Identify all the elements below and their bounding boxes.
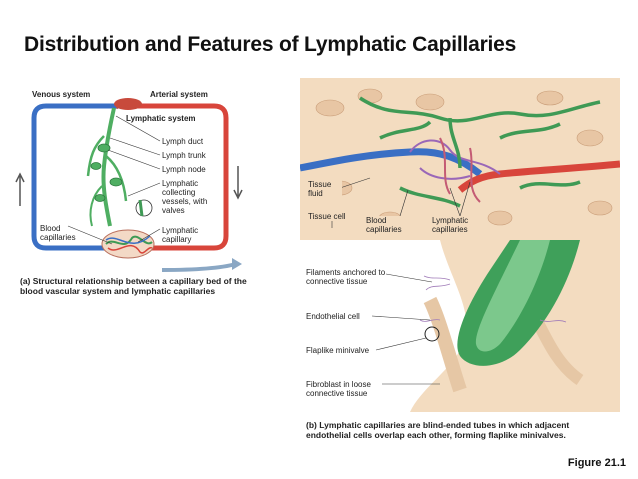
tissue-fluid-label: Tissue fluid bbox=[308, 180, 342, 198]
venous-system-label: Venous system bbox=[32, 90, 91, 99]
lymphatic-collecting-vessels-label: Lymphatic collecting vessels, with valve… bbox=[162, 179, 208, 215]
capillary-bed-icon bbox=[101, 229, 155, 259]
panel-a-caption-label: (a) bbox=[20, 276, 31, 286]
tissue-cell-label: Tissue cell bbox=[308, 212, 346, 221]
arterial-system-label: Arterial system bbox=[150, 90, 208, 99]
endothelial-cell-label: Endothelial cell bbox=[306, 312, 360, 321]
panel-a-caption: (a) Structural relationship between a ca… bbox=[20, 276, 272, 296]
lymphatic-system-label: Lymphatic system bbox=[126, 114, 196, 123]
top-lymphatic-capillaries-label: Lymphatic capillaries bbox=[432, 216, 482, 234]
fibroblast-label: Fibroblast in loose connective tissue bbox=[306, 380, 371, 398]
panel-b-caption-text: Lymphatic capillaries are blind-ended tu… bbox=[306, 420, 570, 440]
lymphatic-capillary-illustration bbox=[371, 240, 620, 412]
top-blood-capillaries-label: Blood capillaries bbox=[366, 216, 414, 234]
page-title: Distribution and Features of Lymphatic C… bbox=[24, 33, 517, 56]
lymph-duct-label: Lymph duct bbox=[162, 137, 204, 146]
lymph-node-label: Lymph node bbox=[162, 165, 206, 174]
filaments-label: Filaments anchored to connective tissue bbox=[306, 268, 386, 286]
blood-capillaries-label: Blood capillaries bbox=[40, 224, 76, 242]
capillary-bed-illustration bbox=[300, 78, 620, 240]
figure-label: Figure 21.1 bbox=[567, 457, 626, 469]
heart-label: Heart bbox=[116, 102, 137, 111]
lymphatic-capillary-label: Lymphatic capillary bbox=[162, 226, 199, 244]
panel-b-caption-label: (b) bbox=[306, 420, 317, 430]
flaplike-minivalve-label: Flaplike minivalve bbox=[306, 346, 370, 355]
panel-b-caption: (b) Lymphatic capillaries are blind-ende… bbox=[306, 420, 606, 440]
circulation-diagram bbox=[15, 98, 243, 272]
panel-a-caption-text: Structural relationship between a capill… bbox=[20, 276, 247, 296]
lymph-trunk-label: Lymph trunk bbox=[162, 151, 206, 160]
